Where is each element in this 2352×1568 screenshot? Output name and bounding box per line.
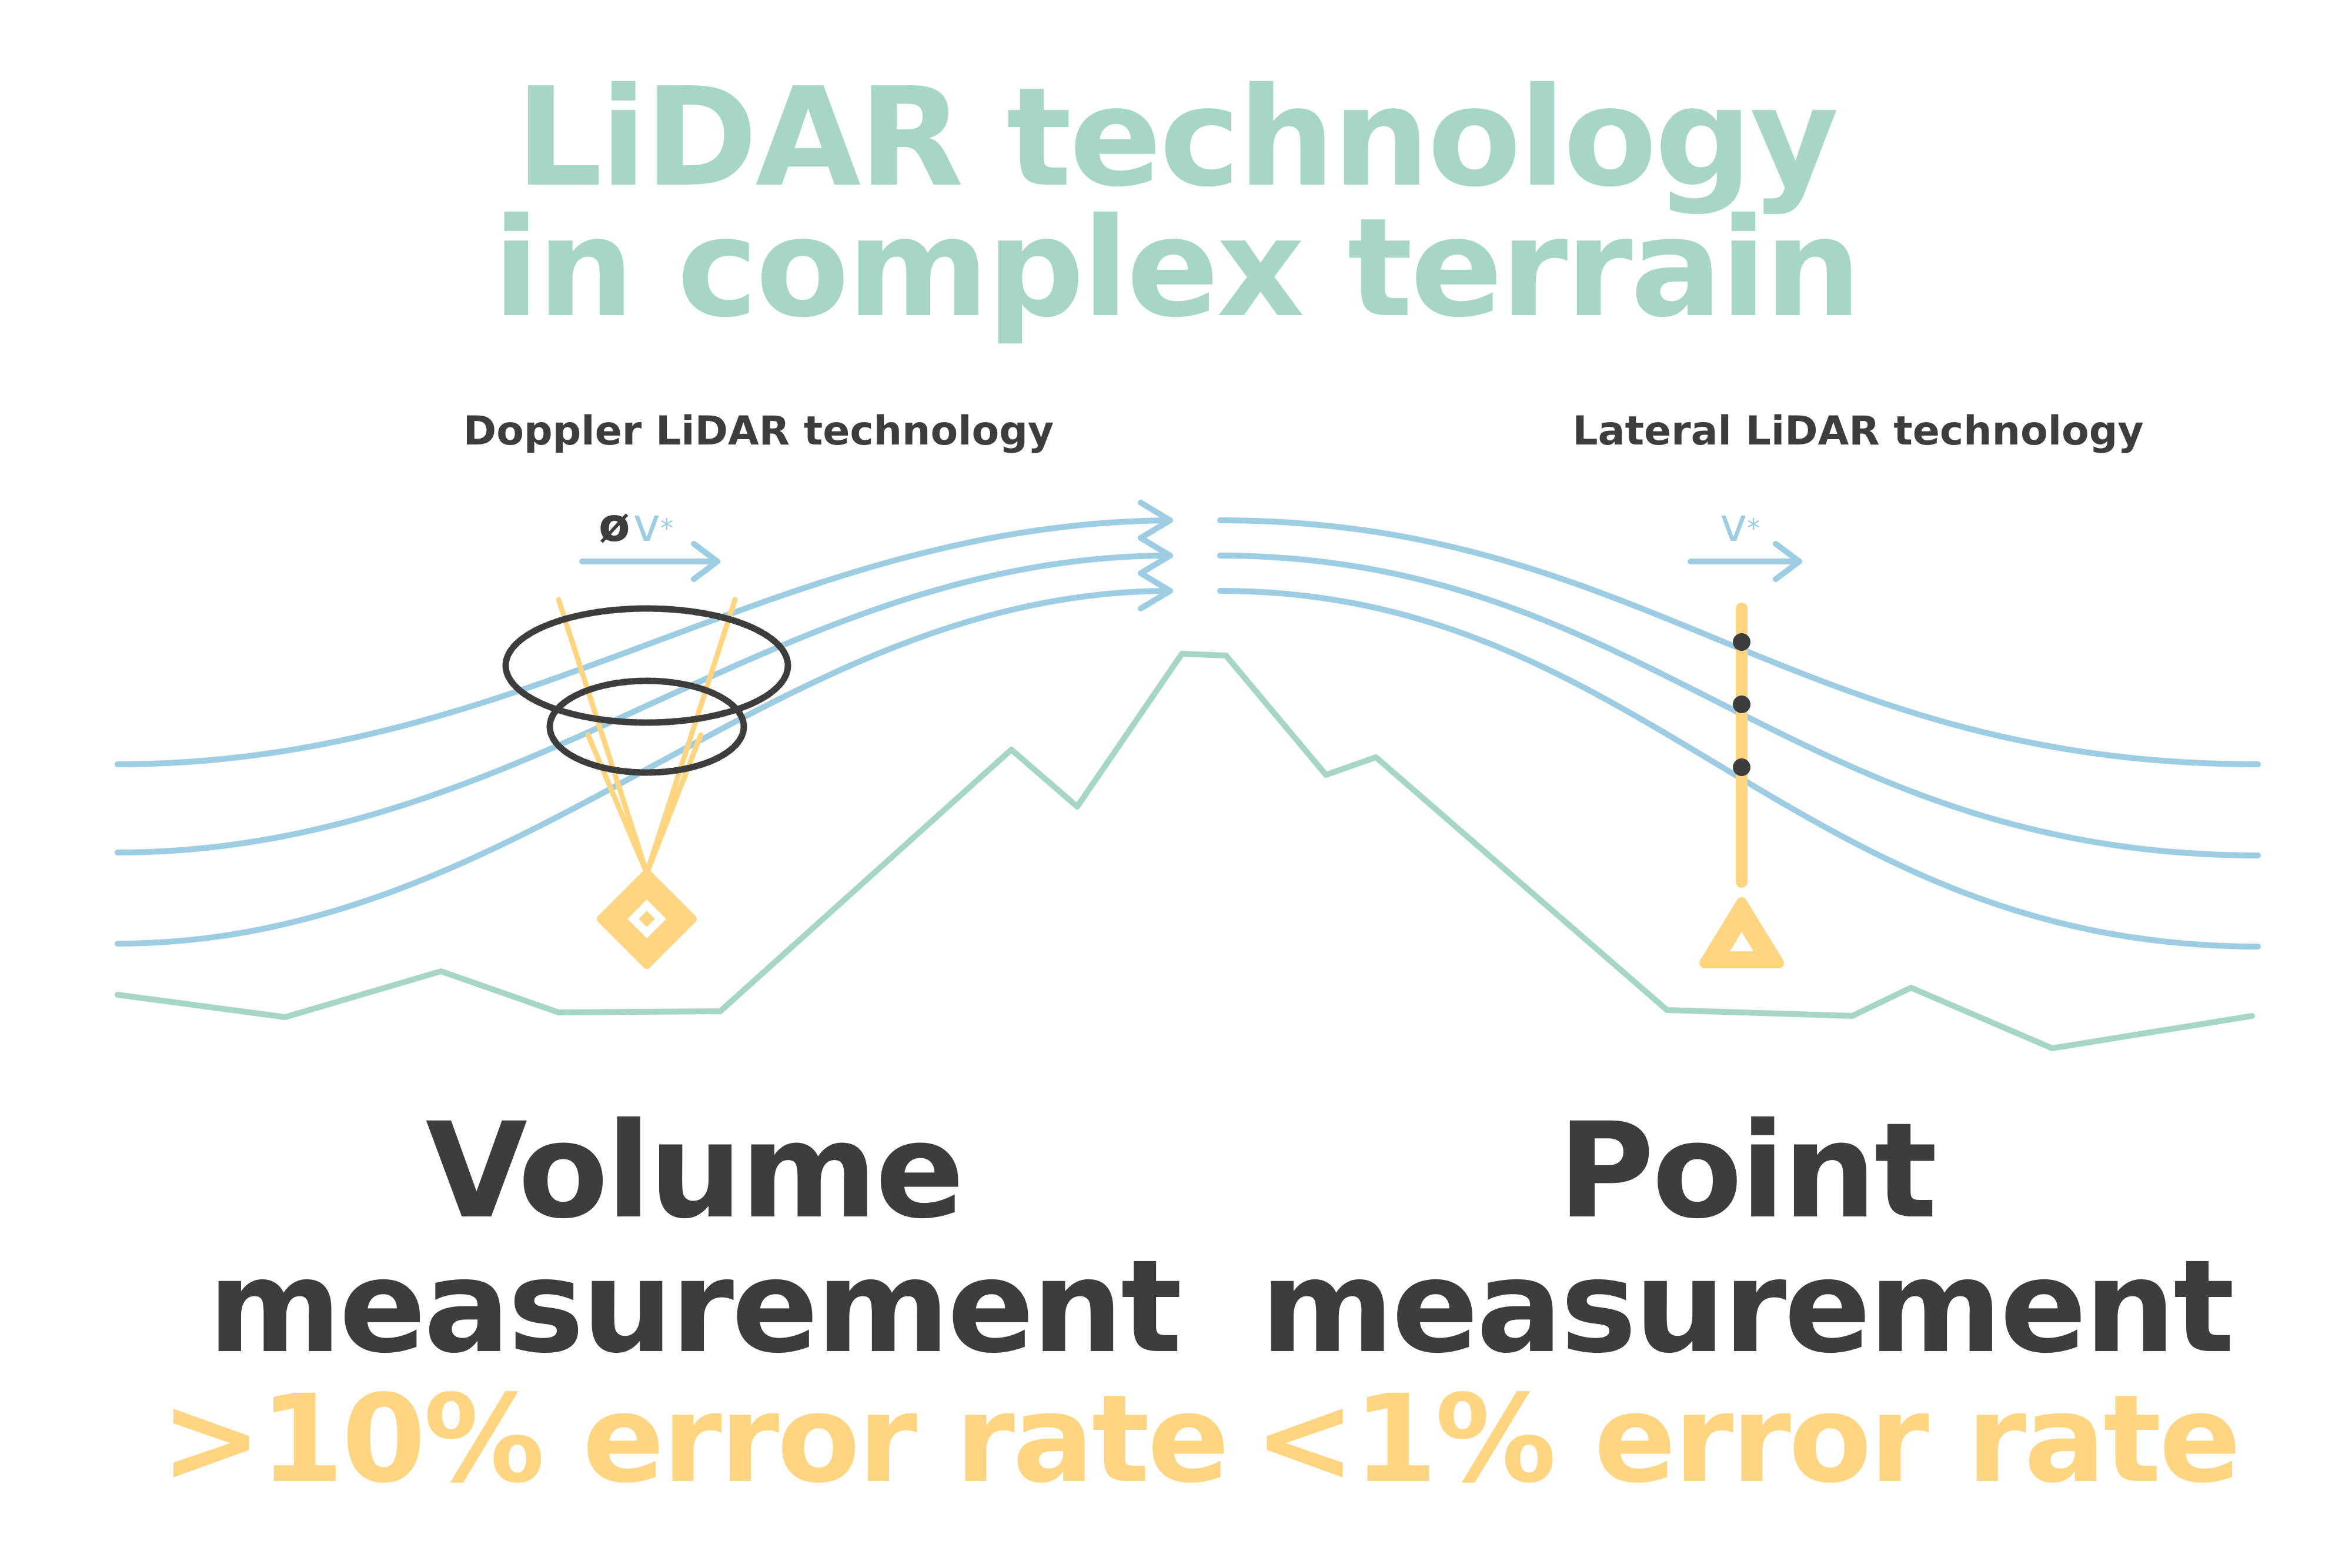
wind-line-2 [115, 553, 1173, 855]
doppler-velocity-sup: * [660, 513, 673, 544]
doppler-velocity-label: ø v* [599, 503, 673, 549]
terrain-profile [115, 651, 2255, 1051]
lateral-velocity-label: v* [1720, 503, 1760, 549]
point-heading: Point [1558, 1094, 1937, 1248]
volume-heading: Volume [425, 1094, 965, 1248]
lateral-velocity-symbol: v [1720, 499, 1748, 552]
point-measurement-heading: measurement [1260, 1233, 2235, 1382]
wind-line-4 [1217, 517, 2261, 767]
measurement-point-3 [1733, 758, 1750, 776]
measurement-point-2 [1733, 696, 1750, 713]
wind-line-6 [1217, 588, 2261, 950]
lateral-velocity-arrow [1688, 541, 1802, 582]
arrow-head-2 [1138, 535, 1173, 576]
wind-line-1 [115, 517, 1173, 767]
arrow-head-1 [1138, 500, 1173, 541]
measurement-point-1 [1733, 633, 1750, 651]
doppler-label: Doppler LiDAR technology [463, 408, 1054, 454]
doppler-velocity-symbol: v [633, 499, 660, 552]
volume-measurement-heading: measurement [208, 1233, 1182, 1382]
point-error-rate: <1% error rate [1254, 1369, 2241, 1510]
doppler-velocity-arrow [579, 541, 720, 582]
title-line-2: in complex terrain [493, 189, 1862, 347]
wind-line-3 [115, 588, 1173, 947]
wind-line-5 [1217, 553, 2261, 858]
lateral-label: Lateral LiDAR technology [1572, 408, 2144, 454]
title-line-1: LiDAR technology [515, 58, 1839, 217]
measurement-points [1733, 633, 1750, 776]
arrow-head-3 [1138, 570, 1173, 611]
volume-error-rate: >10% error rate [161, 1369, 1230, 1510]
wind-flow-lines [115, 500, 2261, 950]
lateral-velocity-sup: * [1747, 513, 1760, 544]
doppler-beams [556, 597, 738, 876]
scan-circles [502, 605, 791, 776]
diameter-symbol: ø [599, 499, 630, 552]
triangle-lidar-icon [1699, 897, 1784, 968]
upper-scan-ellipse [502, 605, 791, 726]
diamond-lidar-icon [597, 869, 697, 969]
lower-scan-ellipse [546, 677, 747, 776]
